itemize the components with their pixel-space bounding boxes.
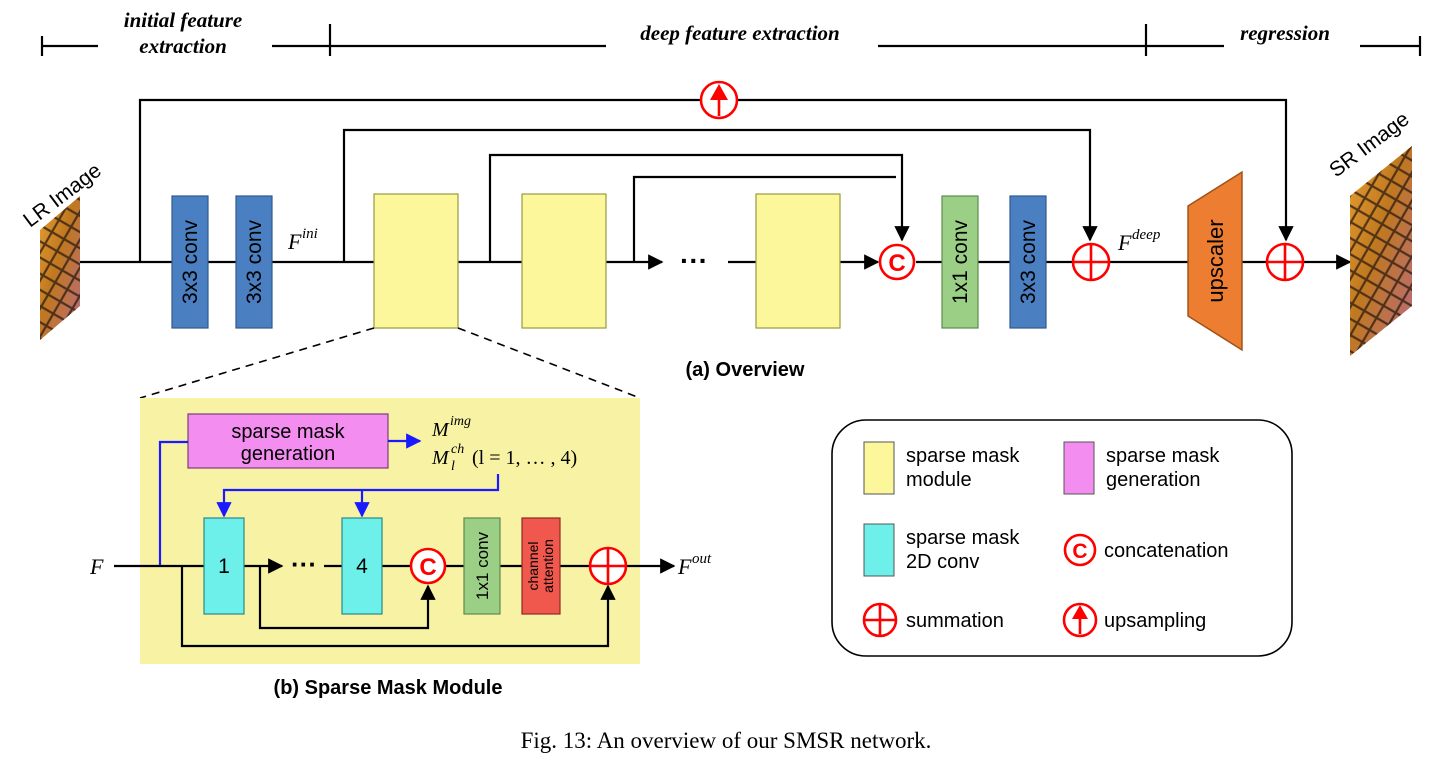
svg-text:F: F [677, 554, 692, 579]
legend-sparse-mask-conv-2: 2D conv [906, 551, 979, 573]
svg-text:F: F [1117, 230, 1132, 255]
legend-concatenation: concatenation [1104, 540, 1229, 562]
stage-regression-label: regression [1240, 21, 1330, 45]
svg-text:C: C [419, 554, 436, 581]
summation-operator-1 [1071, 242, 1111, 282]
f-out-label: F out [677, 551, 712, 579]
module-ellipsis: ··· [291, 549, 317, 579]
sparse-conv-label-1: 1 [218, 555, 230, 578]
legend: sparse mask module sparse mask generatio… [831, 419, 1293, 657]
svg-text:l: l [451, 459, 455, 474]
svg-text:F: F [287, 229, 302, 254]
conv-3x3-block-c [1009, 195, 1047, 329]
legend-summation: summation [906, 610, 1004, 632]
upsampling-operator [699, 80, 739, 120]
svg-text:C: C [1072, 540, 1087, 563]
sparse-mask-module-2 [521, 193, 607, 329]
concat-operator: C [878, 243, 916, 281]
legend-sparse-mask-generation-1: sparse mask [1106, 445, 1220, 467]
sparse-conv-block-1 [203, 517, 245, 615]
svg-text:C: C [888, 250, 905, 277]
svg-text:out: out [692, 551, 712, 567]
conv-1x1-block [941, 195, 979, 329]
svg-text:ch: ch [451, 442, 464, 457]
sparse-mask-generation-label-2: generation [241, 443, 336, 465]
stage-header: initial feature extraction deep feature … [40, 8, 1422, 58]
overview-ellipsis: ··· [680, 245, 708, 276]
channel-attention-label-1: channel [525, 541, 541, 590]
svg-text:ini: ini [302, 226, 318, 242]
sparse-mask-generation-label-1: sparse mask [231, 421, 345, 443]
module-summation-operator [588, 546, 628, 586]
conv-3x3-block-a [171, 195, 209, 329]
legend-swatch-sparse-mask-conv [863, 523, 895, 577]
module-concat-operator: C [409, 547, 447, 585]
channel-attention-block [521, 517, 561, 615]
legend-swatch-sparse-mask-module [863, 441, 895, 495]
conv-3x3-label-c: 3x3 conv [1017, 219, 1040, 304]
sr-image: SR Image [1325, 107, 1414, 356]
legend-sparse-mask-module-2: module [906, 469, 972, 491]
f-ini-label: F ini [287, 226, 318, 254]
legend-sparse-mask-module-1: sparse mask [906, 445, 1020, 467]
sparse-mask-module-n [755, 193, 841, 329]
sparse-conv-label-4: 4 [356, 555, 368, 578]
upscaler-label: upscaler [1203, 219, 1228, 302]
overview-caption: (a) Overview [686, 359, 805, 381]
legend-sparse-mask-generation-2: generation [1106, 469, 1201, 491]
module-conv-1x1-label: 1x1 conv [473, 531, 492, 600]
legend-swatch-sparse-mask-generation [1063, 441, 1095, 495]
legend-upsampling-symbol [1062, 602, 1098, 638]
svg-text:M: M [431, 447, 450, 469]
conv-3x3-label-a: 3x3 conv [179, 219, 202, 304]
sparse-mask-module-diagram: sparse mask generation M img M ch l (l =… [89, 398, 712, 699]
legend-concat-symbol: C [1063, 533, 1097, 567]
sparse-mask-generation-block [187, 413, 389, 469]
svg-text:img: img [450, 414, 471, 429]
svg-text:M: M [431, 419, 450, 441]
summation-operator-2 [1265, 242, 1305, 282]
channel-attention-label-2: attention [540, 539, 556, 593]
stage-deep-label: deep feature extraction [640, 21, 839, 45]
legend-sparse-mask-conv-1: sparse mask [906, 527, 1020, 549]
legend-summation-symbol [862, 602, 898, 638]
legend-upsampling: upsampling [1104, 610, 1206, 632]
overview-diagram: LR Image ··· 3x3 conv 3x3 conv F ini [19, 80, 1414, 399]
m-ch-label: M ch l (l = 1, … , 4) [431, 442, 577, 474]
f-deep-label: F deep [1117, 227, 1161, 255]
module-conv-1x1-block [463, 517, 501, 615]
lr-image: LR Image [19, 159, 106, 340]
legend-frame [831, 419, 1293, 657]
svg-text:deep: deep [1132, 227, 1161, 243]
conv-1x1-label: 1x1 conv [949, 219, 972, 304]
figure-caption: Fig. 13: An overview of our SMSR network… [521, 728, 932, 753]
conv-3x3-block-b [235, 195, 273, 329]
stage-initial-label-2: extraction [139, 34, 227, 58]
sparse-conv-block-4 [341, 517, 383, 615]
stage-initial-label-1: initial feature [124, 8, 242, 32]
module-input-f: F [89, 554, 104, 579]
svg-text:(l = 1, … , 4): (l = 1, … , 4) [472, 447, 577, 469]
upscaler-block [1187, 170, 1243, 352]
m-img-label: M img [431, 414, 471, 441]
conv-3x3-label-b: 3x3 conv [243, 219, 266, 304]
module-caption: (b) Sparse Mask Module [274, 677, 503, 699]
sparse-mask-module-1 [373, 193, 459, 329]
